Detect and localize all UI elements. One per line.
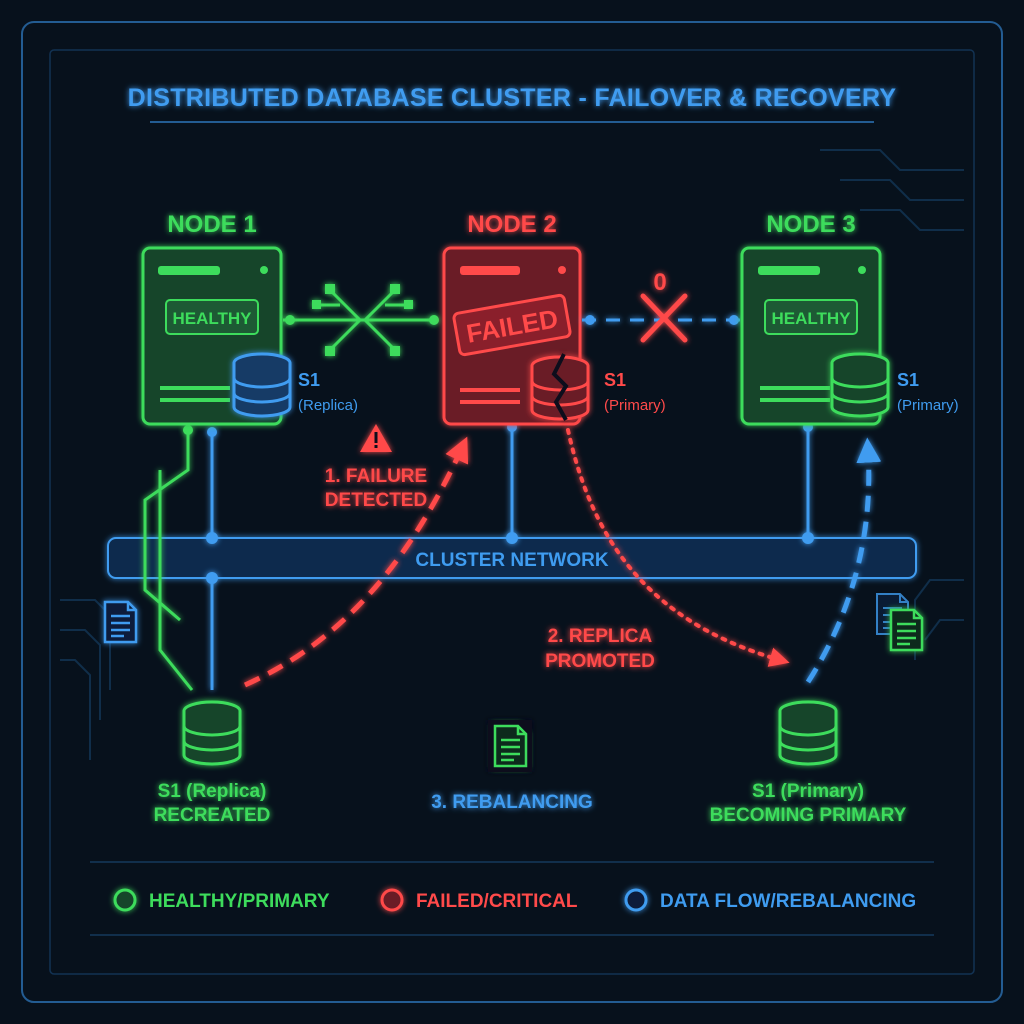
outer-frame — [21, 21, 1003, 1003]
node-3-status: HEALTHY — [771, 309, 851, 328]
new-primary-line2: BECOMING PRIMARY — [710, 805, 907, 826]
bus-joints — [206, 422, 814, 584]
replica-sync-lines — [143, 430, 194, 691]
bus-connectors — [210, 425, 810, 690]
node-2-shard: S1 — [604, 370, 626, 390]
node-1-label: NODE 1 — [167, 211, 256, 238]
legend-item-failed: FAILED/CRITICAL — [380, 888, 578, 912]
legend-healthy-label: HEALTHY/PRIMARY — [149, 891, 330, 912]
rebalancing-document-icon — [488, 720, 532, 772]
node-3-database-icon — [830, 352, 890, 418]
node-1-shard-role: (Replica) — [298, 397, 358, 414]
node-2-label: NODE 2 — [467, 211, 556, 238]
recreated-replica-line2: RECREATED — [154, 805, 271, 826]
step-2-label-line1: 2. REPLICA — [548, 626, 653, 647]
link-node2-node3: 0 — [582, 269, 742, 343]
legend-failed-swatch — [380, 888, 404, 912]
node-1-status: HEALTHY — [172, 309, 252, 328]
link-broken-icon — [640, 293, 688, 343]
warning-icon — [360, 424, 392, 452]
cluster-network: CLUSTER NETWORK — [107, 537, 917, 579]
recreated-replica-line1: S1 (Replica) — [158, 781, 267, 802]
node-1-shard: S1 — [298, 370, 320, 390]
link-node1-node2-joints — [285, 284, 439, 356]
node-3-shard: S1 — [897, 370, 919, 390]
network-label: CLUSTER NETWORK — [415, 550, 608, 571]
step-2-label-line2: PROMOTED — [545, 651, 655, 672]
circuit-decoration — [60, 149, 964, 760]
link-node1-node2 — [283, 288, 434, 352]
legend-item-healthy: HEALTHY/PRIMARY — [113, 888, 330, 912]
step-3-label: 3. REBALANCING — [431, 792, 593, 813]
promotion-arrow — [566, 428, 790, 667]
node-2-shard-role: (Primary) — [604, 397, 666, 414]
step-1-label-line1: 1. FAILURE — [325, 466, 427, 487]
legend-flow-label: DATA FLOW/REBALANCING — [660, 891, 916, 912]
left-document-icon — [103, 600, 138, 644]
legend-failed-label: FAILED/CRITICAL — [416, 891, 578, 912]
new-primary-database-icon — [778, 700, 838, 766]
new-primary-line1: S1 (Primary) — [752, 781, 864, 802]
legend: HEALTHY/PRIMARY FAILED/CRITICAL DATA FLO… — [90, 861, 934, 936]
node-1-database-icon — [232, 352, 292, 418]
legend-healthy-swatch — [113, 888, 137, 912]
diagram-title: DISTRIBUTED DATABASE CLUSTER - FAILOVER … — [128, 84, 897, 112]
right-document-icon — [889, 608, 924, 652]
legend-flow-swatch — [624, 888, 648, 912]
step-1-label-line2: DETECTED — [325, 490, 427, 511]
node-2-database-icon — [530, 353, 590, 421]
node-3-label: NODE 3 — [766, 211, 855, 238]
node-3-shard-role: (Primary) — [897, 397, 959, 414]
failure-detection-arrow — [243, 436, 469, 688]
legend-item-flow: DATA FLOW/REBALANCING — [624, 888, 916, 912]
link-failure-count: 0 — [653, 269, 666, 296]
recreated-replica-database-icon — [182, 700, 242, 766]
